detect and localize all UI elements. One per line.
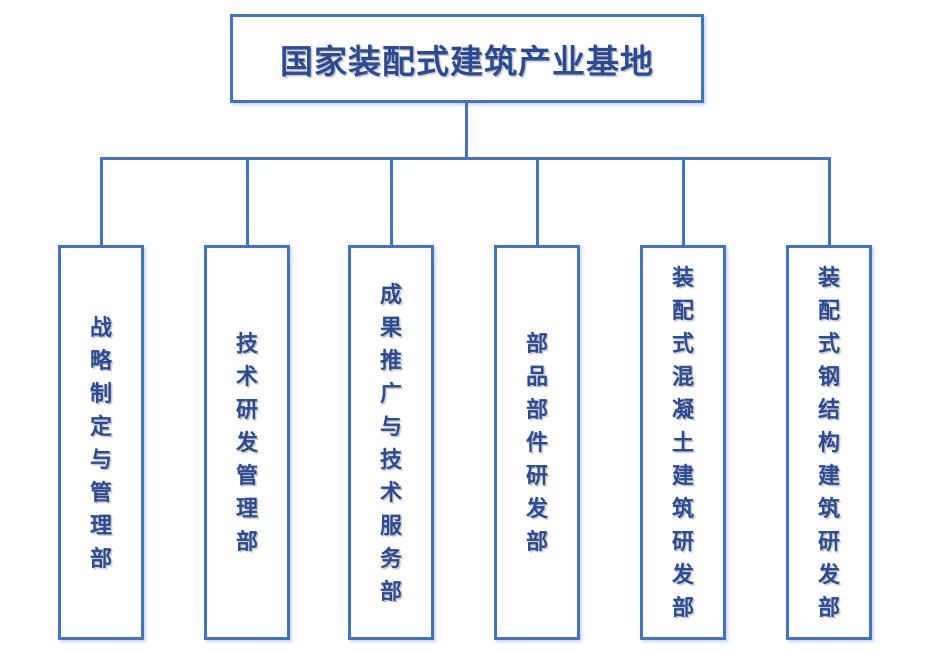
root-node-label: 国家装配式建筑产业基地 — [280, 42, 654, 80]
dept-node-label: 成果推广与技术服务部 — [379, 281, 402, 604]
dept-node-1: 战略制定与管理部 — [58, 245, 144, 640]
dept-node-label: 战略制定与管理部 — [89, 314, 112, 571]
connector-drop-6 — [828, 157, 831, 247]
connector-drop-5 — [682, 157, 685, 247]
dept-node-4: 部品部件研发部 — [494, 245, 580, 640]
dept-node-6: 装配式钢结构建筑研发部 — [786, 245, 872, 640]
dept-node-2: 技术研发管理部 — [204, 245, 290, 640]
dept-node-label: 技术研发管理部 — [235, 331, 258, 554]
dept-node-3: 成果推广与技术服务部 — [348, 245, 434, 640]
dept-node-label: 装配式钢结构建筑研发部 — [817, 265, 840, 620]
dept-node-label: 部品部件研发部 — [525, 331, 548, 554]
dept-node-5: 装配式混凝土建筑研发部 — [640, 245, 726, 640]
connector-horizontal — [100, 157, 831, 160]
connector-drop-1 — [100, 157, 103, 247]
root-node: 国家装配式建筑产业基地 — [230, 14, 704, 103]
connector-stem — [465, 100, 468, 158]
connector-drop-4 — [536, 157, 539, 247]
connector-drop-2 — [246, 157, 249, 247]
connector-drop-3 — [390, 157, 393, 247]
dept-node-label: 装配式混凝土建筑研发部 — [671, 265, 694, 620]
